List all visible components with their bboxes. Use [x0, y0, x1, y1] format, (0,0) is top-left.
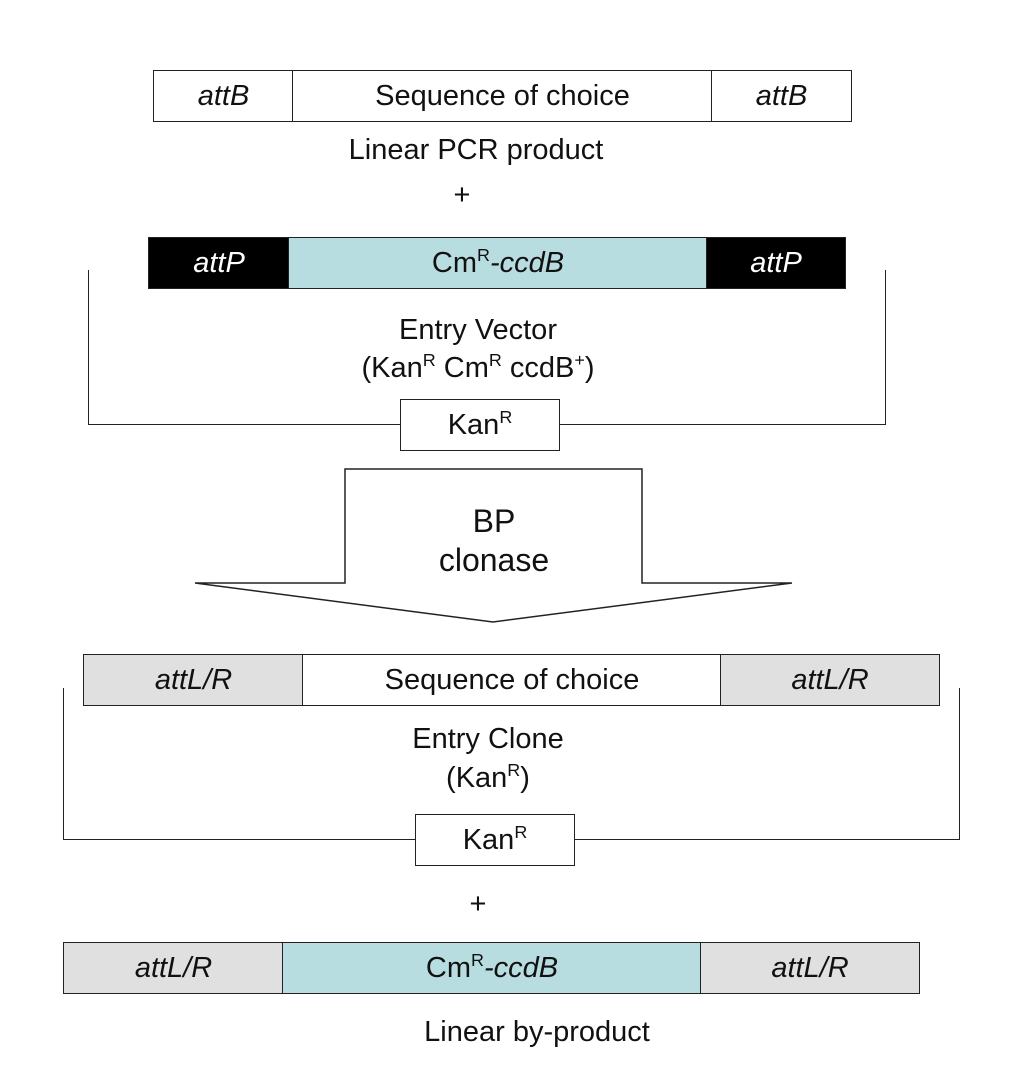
pcr-attb-left-label: attB: [197, 79, 250, 112]
clone-marker-label: KanR: [462, 821, 528, 857]
vector-cassette-sup: R: [476, 244, 490, 265]
clone-marker-text: Kan: [462, 823, 515, 856]
byproduct-attlr-left: attL/R: [63, 942, 284, 994]
vector-cassette-gene: -ccdB: [489, 246, 565, 279]
plus-sign-1: +: [453, 179, 471, 211]
clone-genotype-sup: R: [507, 760, 521, 781]
byproduct-caption: Linear by-product: [424, 1016, 650, 1048]
clone-attlr-left: attL/R: [83, 654, 304, 706]
vector-genotype-open: (Kan: [361, 352, 423, 384]
vector-genotype-mid: Cm: [435, 352, 489, 384]
vector-kanr-marker: KanR: [400, 399, 560, 451]
byproduct-cmr-ccdb-cassette: CmR-ccdB: [282, 942, 702, 994]
pcr-insert-label: Sequence of choice: [375, 79, 630, 112]
clone-insert-label: Sequence of choice: [384, 663, 640, 696]
pcr-caption: Linear PCR product: [348, 134, 604, 166]
vector-genotype-sup1: R: [422, 350, 436, 371]
vector-attp-right-label: attP: [750, 246, 802, 279]
vector-attp-left: attP: [148, 237, 290, 289]
vector-marker-label: KanR: [447, 406, 513, 442]
entry-vector-genotype: (KanR CmR ccdB+): [361, 350, 594, 386]
pcr-insert: Sequence of choice: [292, 70, 713, 122]
byproduct-attlr-right: attL/R: [700, 942, 920, 994]
entry-vector-title: Entry Vector: [399, 314, 557, 346]
plus-sign-2: +: [469, 888, 487, 920]
reaction-arrow-shape: [194, 468, 793, 623]
pcr-attb-right: attB: [711, 70, 852, 122]
byproduct-attlr-left-label: attL/R: [134, 951, 213, 984]
clone-attlr-right: attL/R: [720, 654, 940, 706]
clone-attlr-left-label: attL/R: [154, 663, 233, 696]
vector-cassette-label: CmR-ccdB: [431, 244, 565, 280]
clone-insert: Sequence of choice: [302, 654, 722, 706]
clone-marker-sup: R: [514, 821, 528, 842]
reaction-label-line1: BP: [472, 503, 516, 539]
entry-clone-genotype: (KanR): [446, 760, 530, 796]
vector-marker-sup: R: [499, 406, 513, 427]
vector-cmr-ccdb-cassette: CmR-ccdB: [288, 237, 708, 289]
entry-clone-title: Entry Clone: [412, 723, 564, 755]
byproduct-cassette-gene: -ccdB: [483, 951, 559, 984]
vector-genotype-sup2: R: [488, 350, 502, 371]
clone-genotype-open: (Kan: [446, 762, 508, 794]
clone-genotype-close: ): [520, 762, 530, 794]
pcr-attb-left: attB: [153, 70, 294, 122]
vector-genotype-sup3: +: [574, 350, 585, 371]
byproduct-cassette-label: CmR-ccdB: [425, 949, 559, 985]
pcr-attb-right-label: attB: [755, 79, 808, 112]
vector-marker-text: Kan: [447, 408, 500, 441]
byproduct-cassette-sup: R: [470, 949, 484, 970]
vector-attp-right: attP: [706, 237, 846, 289]
vector-attp-left-label: attP: [193, 246, 245, 279]
vector-genotype-close: ): [584, 352, 595, 384]
byproduct-attlr-right-label: attL/R: [771, 951, 849, 984]
clone-attlr-right-label: attL/R: [791, 663, 869, 696]
byproduct-cassette-prefix: Cm: [425, 951, 471, 984]
vector-cassette-prefix: Cm: [431, 246, 477, 279]
reaction-label-line2: clonase: [438, 542, 550, 578]
clone-kanr-marker: KanR: [415, 814, 575, 866]
vector-genotype-ccdb: ccdB: [501, 352, 575, 384]
